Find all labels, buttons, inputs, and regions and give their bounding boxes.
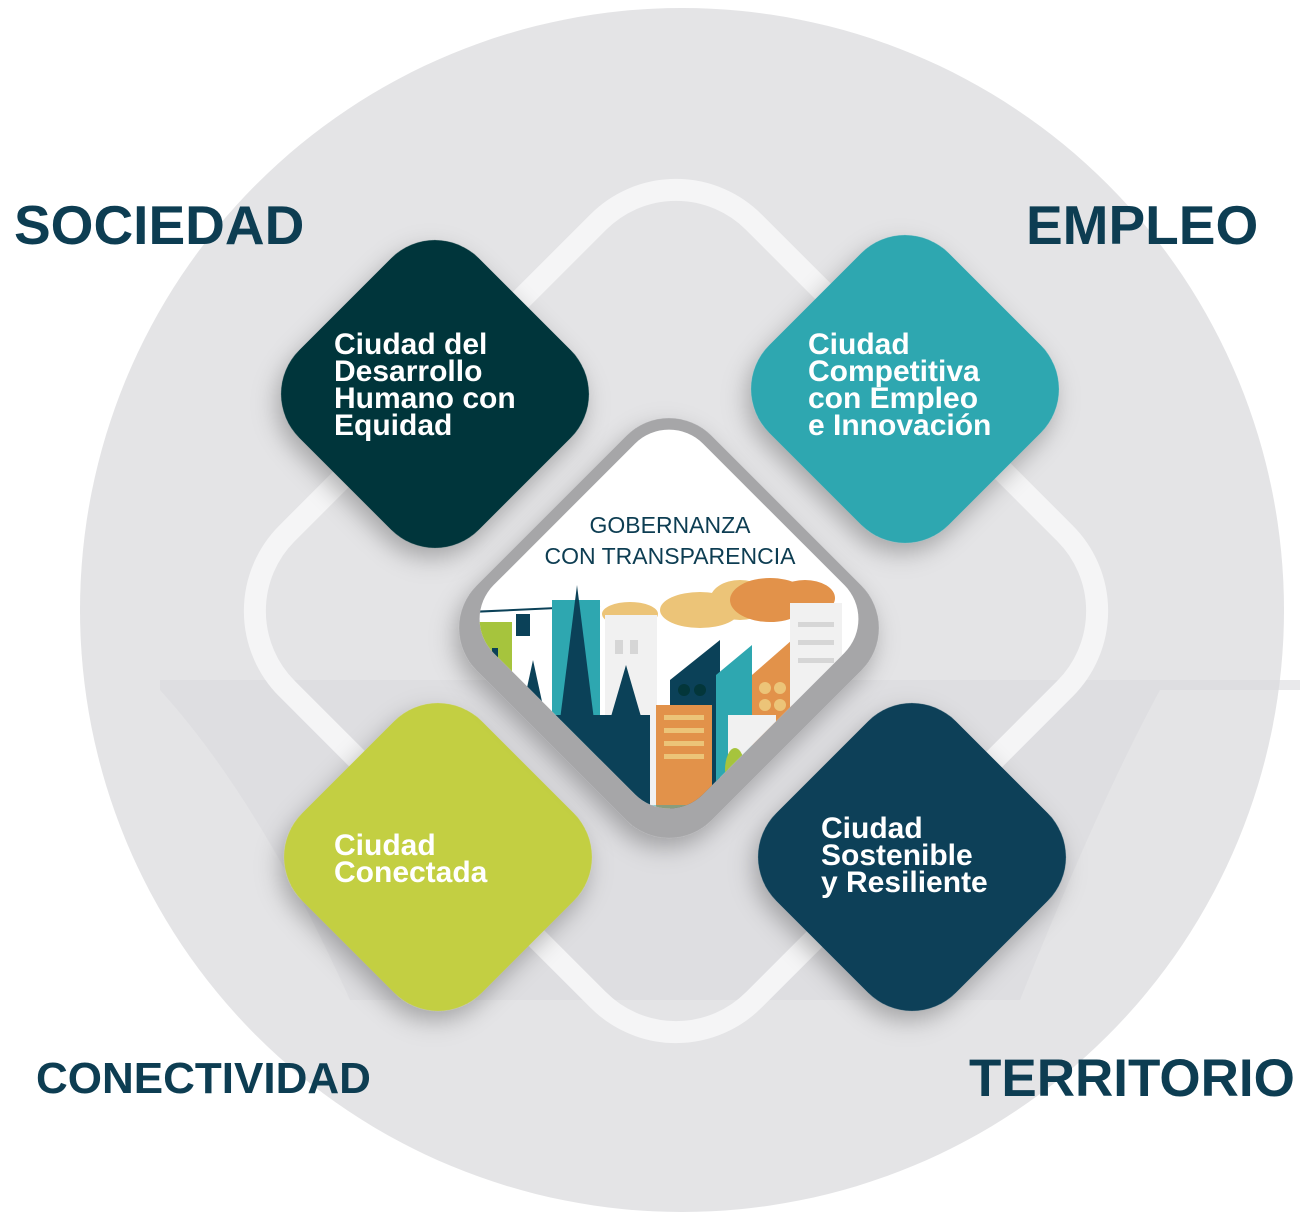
pillar-sostenible-text: Ciudad Sostenible y Resiliente bbox=[821, 812, 988, 899]
diamond-conectada bbox=[284, 703, 592, 1011]
pillar-desarrollo-text: Ciudad del Desarrollo Humano con Equidad bbox=[334, 328, 516, 442]
center-title-line: CON TRANSPARENCIA bbox=[544, 543, 796, 569]
pillar-line: Conectada bbox=[334, 856, 488, 889]
label-empleo: EMPLEO bbox=[1026, 194, 1259, 256]
pillar-line: Ciudad bbox=[334, 829, 436, 862]
pillar-line: y Resiliente bbox=[821, 866, 988, 899]
pillar-line: con Empleo bbox=[808, 382, 979, 415]
pillar-competitiva-text: Ciudad Competitiva con Empleo e Innovaci… bbox=[808, 328, 992, 442]
pillar-line: Equidad bbox=[334, 409, 453, 442]
label-conectividad: CONECTIVIDAD bbox=[36, 1054, 371, 1103]
pillar-line: Humano con bbox=[334, 382, 516, 415]
pillar-conectada-text: Ciudad Conectada bbox=[334, 829, 488, 889]
label-sociedad: SOCIEDAD bbox=[14, 194, 305, 256]
pillar-line: Ciudad del bbox=[334, 328, 488, 361]
diamond-desarrollo bbox=[281, 240, 589, 548]
pillar-line: Ciudad bbox=[821, 812, 923, 845]
center-title: GOBERNANZA CON TRANSPARENCIA bbox=[480, 510, 860, 572]
pillar-line: Competitiva bbox=[808, 355, 980, 388]
diamond-sostenible bbox=[758, 703, 1066, 1011]
center-title-line: GOBERNANZA bbox=[589, 512, 751, 538]
pillar-line: Desarrollo bbox=[334, 355, 483, 388]
pillar-line: e Innovación bbox=[808, 409, 992, 442]
pillar-line: Sostenible bbox=[821, 839, 973, 872]
diamond-competitiva bbox=[751, 235, 1059, 543]
label-territorio: TERRITORIO bbox=[969, 1049, 1295, 1108]
pillar-line: Ciudad bbox=[808, 328, 910, 361]
